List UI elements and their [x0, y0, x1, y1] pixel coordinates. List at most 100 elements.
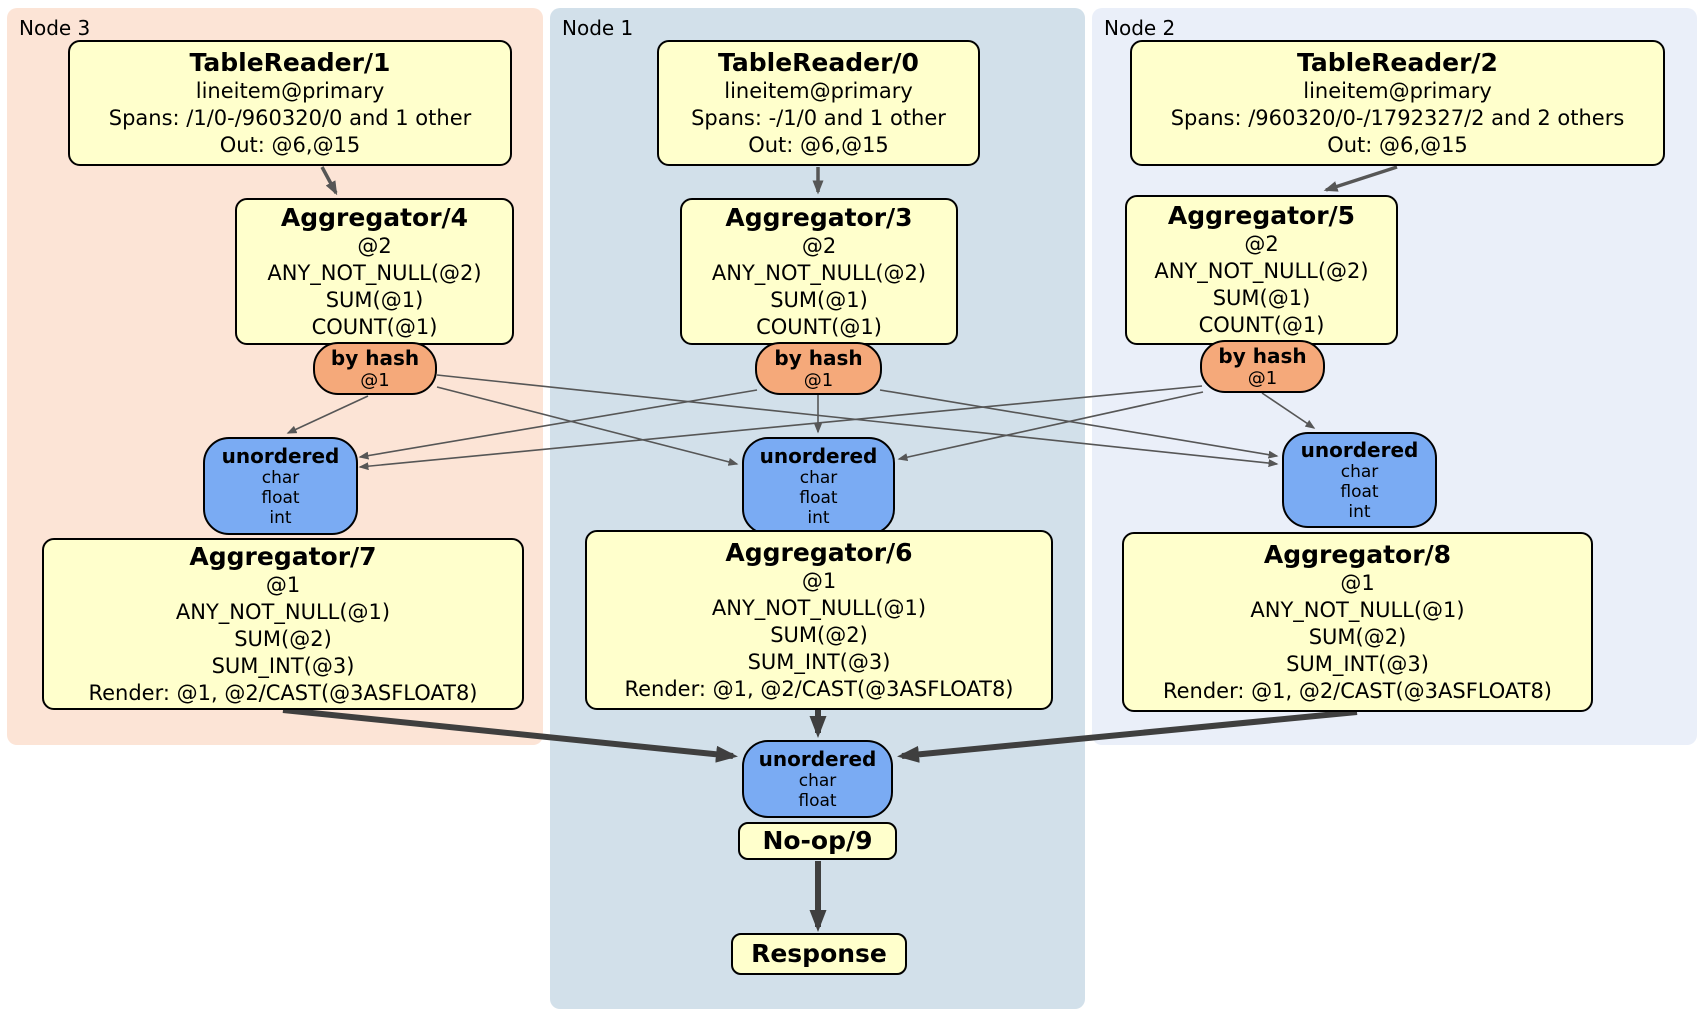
sync-detail: char	[798, 771, 837, 791]
processor-detail: ANY_NOT_NULL(@1)	[1250, 597, 1465, 622]
sync-title: unordered	[759, 444, 878, 468]
processor-aggregator-4: Aggregator/4 @2 ANY_NOT_NULL(@2) SUM(@1)…	[235, 198, 514, 345]
sync-unordered-node1: unordered char float int	[742, 437, 895, 535]
edge-agg8-syncfinal	[897, 709, 1358, 763]
edge-tr1-agg4	[320, 166, 338, 196]
processor-tablereader-0: TableReader/0 lineitem@primary Spans: -/…	[657, 40, 980, 166]
processor-response: Response	[731, 933, 907, 975]
processor-detail: COUNT(@1)	[1198, 313, 1325, 337]
processor-detail: lineitem@primary	[724, 78, 913, 103]
processor-detail: @2	[357, 233, 392, 258]
edge-router1-sync3	[358, 389, 758, 460]
sync-detail: float	[1340, 482, 1379, 502]
processor-tablereader-1: TableReader/1 lineitem@primary Spans: /1…	[68, 40, 512, 166]
processor-detail: Render: @1, @2/CAST(@3ASFLOAT8)	[624, 676, 1014, 701]
processor-detail: SUM_INT(@3)	[1286, 651, 1429, 676]
sync-detail: float	[799, 488, 838, 508]
processor-title: TableReader/2	[1297, 47, 1498, 77]
processor-detail: @1	[1340, 570, 1375, 595]
router-detail: @1	[360, 370, 390, 391]
processor-detail: ANY_NOT_NULL(@2)	[711, 260, 927, 285]
router-by-hash-node2: by hash @1	[1200, 340, 1325, 393]
sync-detail: char	[799, 468, 838, 488]
processor-tablereader-2: TableReader/2 lineitem@primary Spans: /9…	[1130, 40, 1665, 166]
router-detail: @1	[1247, 368, 1278, 389]
processor-detail: SUM(@2)	[770, 622, 868, 647]
sync-unordered-final: unordered char float	[742, 740, 893, 818]
processor-aggregator-3: Aggregator/3 @2 ANY_NOT_NULL(@2) SUM(@1)…	[680, 198, 958, 345]
router-detail: @1	[803, 370, 834, 391]
processor-detail: Render: @1, @2/CAST(@3ASFLOAT8)	[1162, 678, 1553, 703]
processor-detail: @1	[265, 572, 301, 597]
edge-router1-sync2	[879, 389, 1279, 459]
processor-detail: SUM_INT(@3)	[747, 649, 891, 674]
processor-noop-9: No-op/9	[738, 822, 897, 860]
router-title: by hash	[774, 346, 863, 370]
processor-detail: COUNT(@1)	[311, 314, 438, 339]
processor-aggregator-6: Aggregator/6 @1 ANY_NOT_NULL(@1) SUM(@2)…	[585, 530, 1053, 710]
sync-title: unordered	[1300, 438, 1419, 462]
router-by-hash-node1: by hash @1	[755, 342, 882, 395]
processor-title: Aggregator/5	[1167, 201, 1356, 230]
processor-detail: @2	[1244, 232, 1279, 256]
sync-detail: float	[261, 488, 300, 508]
processor-title: Aggregator/4	[280, 202, 469, 232]
processor-detail: Out: @6,@15	[219, 132, 361, 157]
processor-aggregator-8: Aggregator/8 @1 ANY_NOT_NULL(@1) SUM(@2)…	[1122, 532, 1593, 712]
sync-title: unordered	[221, 444, 340, 468]
processor-detail: SUM(@2)	[234, 626, 332, 651]
sync-title: unordered	[758, 747, 877, 771]
processor-title: Aggregator/3	[725, 202, 913, 232]
edge-router3-sync3	[286, 395, 369, 434]
processor-detail: Render: @1, @2/CAST(@3ASFLOAT8)	[88, 680, 478, 705]
processor-detail: Spans: /1/0-/960320/0 and 1 other	[108, 105, 472, 130]
processor-detail: Out: @6,@15	[748, 132, 889, 157]
sync-detail: char	[1340, 462, 1379, 482]
router-title: by hash	[330, 346, 420, 370]
processor-detail: SUM(@1)	[1212, 286, 1311, 310]
sync-detail: char	[261, 468, 300, 488]
sync-unordered-node3: unordered char float int	[203, 437, 358, 535]
processor-aggregator-5: Aggregator/5 @2 ANY_NOT_NULL(@2) SUM(@1)…	[1125, 195, 1398, 345]
processor-detail: lineitem@primary	[195, 78, 385, 103]
sync-detail: int	[807, 508, 830, 528]
processor-detail: Spans: -/1/0 and 1 other	[691, 105, 946, 130]
router-by-hash-node3: by hash @1	[313, 342, 437, 395]
processor-detail: ANY_NOT_NULL(@2)	[1154, 259, 1369, 283]
edge-router2-sync1	[897, 391, 1204, 462]
processor-detail: @2	[801, 233, 837, 258]
processor-detail: SUM(@1)	[325, 287, 424, 312]
processor-detail: lineitem@primary	[1303, 78, 1492, 103]
edge-router3-sync1	[436, 386, 739, 466]
processor-detail: ANY_NOT_NULL(@1)	[175, 599, 391, 624]
sync-unordered-node2: unordered char float int	[1282, 432, 1437, 528]
sync-detail: float	[798, 791, 837, 811]
sync-detail: int	[269, 508, 292, 528]
node-2-label: Node 2	[1104, 16, 1176, 40]
processor-detail: Spans: /960320/0-/1792327/2 and 2 others	[1170, 105, 1625, 130]
processor-detail: ANY_NOT_NULL(@1)	[711, 595, 927, 620]
edge-router2-sync2	[1261, 392, 1316, 429]
node-3-label: Node 3	[19, 16, 91, 40]
processor-detail: SUM(@2)	[1308, 624, 1407, 649]
processor-title: Response	[751, 939, 887, 968]
processor-aggregator-7: Aggregator/7 @1 ANY_NOT_NULL(@1) SUM(@2)…	[42, 538, 524, 710]
processor-title: Aggregator/8	[1263, 539, 1452, 569]
processor-detail: @1	[801, 568, 837, 593]
processor-title: No-op/9	[762, 826, 873, 855]
edge-agg7-syncfinal	[282, 707, 738, 763]
edge-tr2-agg5	[1323, 165, 1398, 192]
processor-detail: ANY_NOT_NULL(@2)	[267, 260, 482, 285]
sync-detail: int	[1348, 502, 1371, 522]
node-1-label: Node 1	[562, 16, 634, 40]
edge-router2-sync3	[358, 385, 1203, 471]
processor-title: TableReader/0	[718, 47, 919, 77]
processor-detail: Out: @6,@15	[1327, 132, 1468, 157]
processor-detail: SUM(@1)	[770, 287, 868, 312]
processor-detail: SUM_INT(@3)	[211, 653, 355, 678]
processor-detail: COUNT(@1)	[756, 314, 882, 339]
processor-title: Aggregator/7	[189, 541, 377, 571]
router-title: by hash	[1218, 344, 1307, 368]
